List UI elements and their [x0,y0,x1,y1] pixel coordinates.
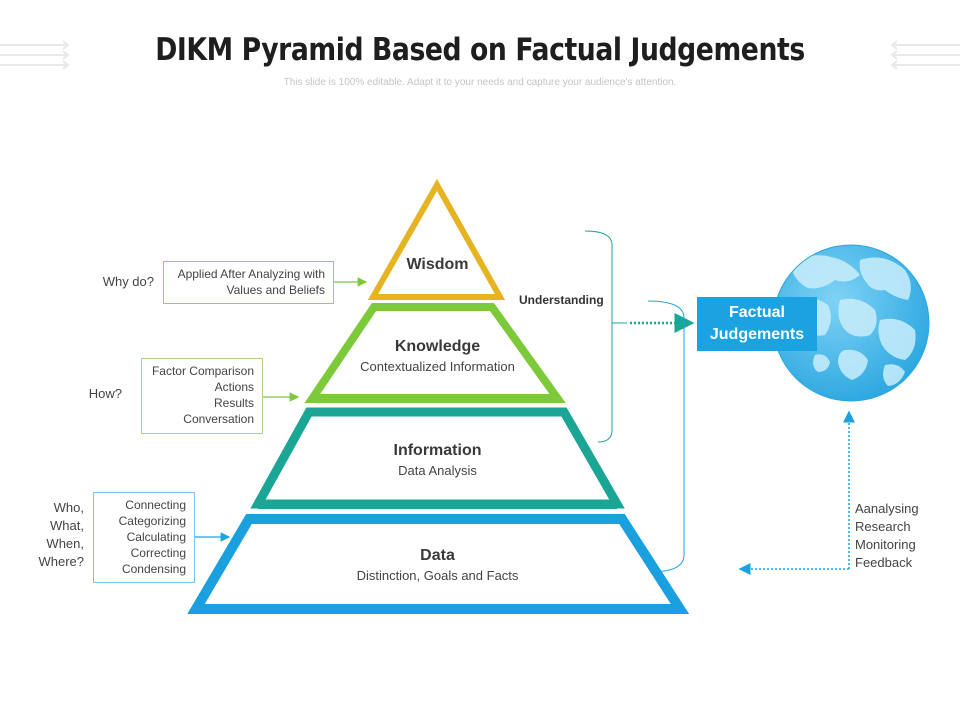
why-line: Values and Beliefs [226,283,325,297]
decorative-lines-left [0,40,70,70]
how-line: Factor Comparison [151,364,254,378]
pyramid-wisdom [367,178,506,300]
who-line: Correcting [130,546,186,560]
factual-judgements-box: Factual Judgements [697,297,817,351]
data-title: Data [420,547,455,564]
how-line: Conversation [183,412,254,426]
understanding-label: Understanding [519,293,604,307]
who-question-line: What, [50,518,84,533]
how-box: Factor Comparison Actions Results Conver… [141,358,263,434]
factual-line: Judgements [709,326,805,343]
feedback-item: Feedback [855,555,913,570]
why-line: Applied After Analyzing with [177,267,325,281]
knowledge-title: Knowledge [394,338,481,355]
knowledge-subtitle: Contextualized Information [360,359,515,374]
pyramid-data [187,514,690,614]
decorative-lines-right [890,40,960,70]
who-line: Condensing [121,562,186,576]
feedback-item: Aanalysing [855,501,919,516]
how-line: Results [213,396,254,410]
feedback-list: Aanalysing Research Monitoring Feedback [855,500,919,572]
feedback-item: Monitoring [855,537,916,552]
page-subtitle: This slide is 100% editable. Adapt it to… [283,77,677,88]
why-box: Applied After Analyzing with Values and … [163,261,334,304]
who-box: Connecting Categorizing Calculating Corr… [93,492,195,583]
page-title: DIKM Pyramid Based on Factual Judgements [155,32,805,68]
how-question: How? [88,386,122,401]
who-question: Who, What, When, Where? [20,499,84,571]
who-line: Calculating [126,530,186,544]
factual-line: Factual [728,304,785,321]
information-base-bar [258,500,617,509]
data-bracket [647,300,685,573]
wisdom-title: Wisdom [406,256,469,273]
how-line: Actions [214,380,254,394]
knowledge-base-bar [312,394,558,402]
information-title: Information [393,442,482,459]
data-subtitle: Distinction, Goals and Facts [356,568,519,583]
who-question-line: Where? [38,554,84,569]
why-question: Why do? [102,274,154,289]
feedback-item: Research [855,519,911,534]
understanding-bracket [584,230,613,443]
who-line: Connecting [125,498,186,512]
who-question-line: Who, [53,500,84,515]
information-subtitle: Data Analysis [398,463,477,478]
who-line: Categorizing [118,514,186,528]
who-question-line: When, [46,536,84,551]
